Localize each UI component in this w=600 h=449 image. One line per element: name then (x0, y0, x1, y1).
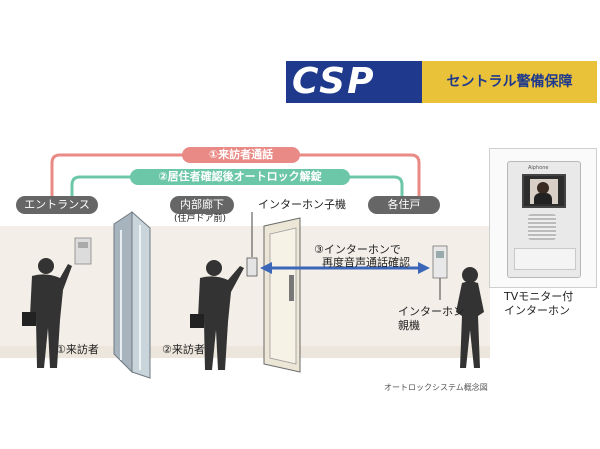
resident-silhouette (456, 267, 484, 368)
visitor-2-label: ②来訪者 (162, 343, 205, 356)
recall-label-line2: 再度音声通話確認 (322, 256, 410, 269)
entrance-panel-screen (78, 242, 88, 248)
corridor-note: (住戸ドア前) (174, 214, 227, 224)
intercom-handset (246, 257, 258, 277)
recall-label-line1: ③インターホンで (314, 243, 401, 256)
location-corridor: 内部廊下 (170, 196, 234, 214)
monitor-brand: Aiphone (528, 165, 549, 171)
base-unit-label-line2: 親機 (398, 319, 420, 332)
visitor-2-silhouette (190, 260, 244, 370)
logo-company-name: セントラル警備保障 (422, 61, 597, 103)
monitor-caption-line1: TVモニター付 (504, 290, 574, 303)
logo-company-text: セントラル警備保障 (446, 74, 573, 90)
intercom-base-unit (432, 245, 448, 279)
door-handle (289, 275, 294, 301)
company-logo: CSP セントラル警備保障 (286, 61, 597, 103)
visitor-1-label: ①来訪者 (56, 343, 99, 356)
handset-label: インターホン子機 (258, 198, 346, 211)
diagram-caption: オートロックシステム概念図 (384, 383, 488, 392)
tv-monitor-photo: Aiphone (489, 148, 597, 288)
location-entrance: エントランス (16, 196, 98, 214)
glass-door-left (113, 211, 133, 374)
monitor-speaker-grille (528, 214, 556, 240)
monitor-device: Aiphone (507, 161, 581, 278)
monitor-button-panel (514, 248, 576, 270)
logo-csp-text: CSP (292, 61, 376, 102)
corridor-wall (0, 226, 490, 356)
unlock-flow-label: ②居住者確認後オートロック解錠 (130, 169, 350, 185)
call-flow-label: ①来訪者通話 (182, 147, 300, 163)
monitor-person-icon (537, 182, 549, 194)
entrance-panel (74, 237, 92, 265)
visitor-1-silhouette (22, 258, 72, 368)
monitor-screen (522, 174, 566, 208)
monitor-caption-line2: インターホン (504, 304, 570, 317)
location-unit: 各住戸 (368, 196, 440, 214)
base-unit-label-line1: インターホン (398, 305, 464, 318)
